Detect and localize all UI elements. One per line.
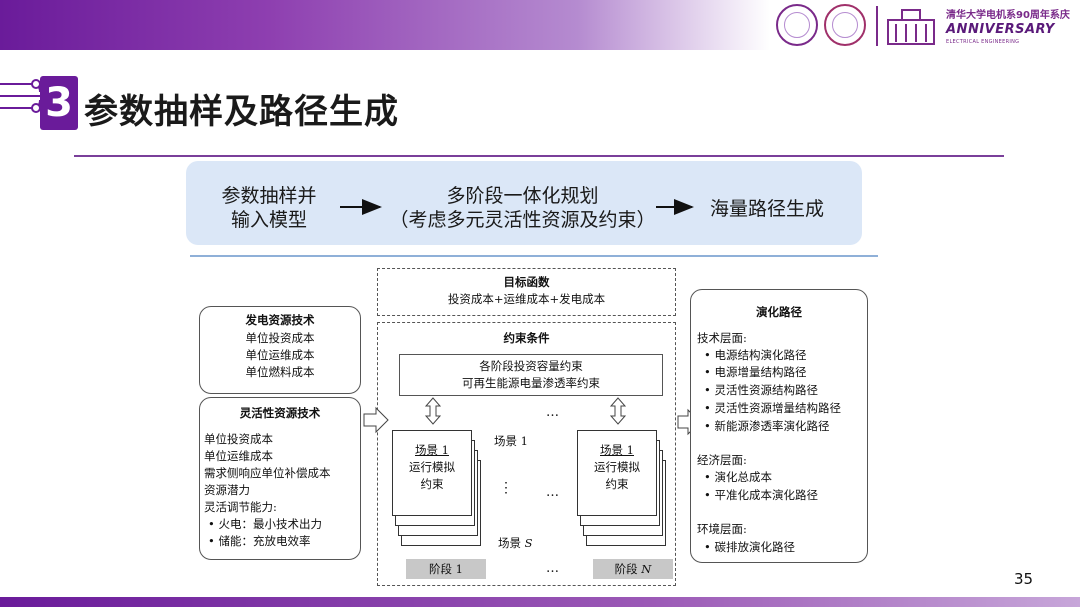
- evolution-path-box: [690, 289, 868, 563]
- scenario-s-label: 场景 S: [498, 536, 533, 550]
- page-number: 35: [1014, 570, 1034, 588]
- evolution-item: • 碳排放演化路径: [704, 540, 795, 554]
- section-separator: [190, 255, 878, 257]
- constraint-line-2: 可再生能源电量渗透率约束: [462, 376, 600, 390]
- evolution-item: • 灵活性资源增量结构路径: [704, 401, 841, 415]
- flexibility-tech-box: [199, 397, 361, 560]
- evolution-item: • 演化总成本: [704, 470, 772, 484]
- evolution-item: • 灵活性资源结构路径: [704, 383, 818, 397]
- flexibility-tech-bullet: • 储能：充放电效率: [208, 534, 311, 548]
- flexibility-tech-item: 单位运维成本: [204, 449, 273, 463]
- generation-tech-box: [199, 306, 361, 394]
- ellipsis-horizontal-middle: …: [546, 485, 559, 500]
- objective-box: [377, 268, 676, 316]
- ellipsis-horizontal-bottom: …: [546, 561, 559, 576]
- evolution-item: • 平准化成本演化路径: [704, 488, 818, 502]
- footer-band: [0, 597, 1080, 607]
- econ-level-header: 经济层面:: [697, 453, 747, 467]
- connector-lines-icon: [0, 79, 41, 113]
- department-seal-logo: [824, 4, 866, 46]
- evolution-title: 演化路径: [756, 305, 802, 319]
- process-flow-box: [186, 161, 862, 245]
- header-band: [0, 0, 770, 50]
- title-underline: [74, 155, 1004, 157]
- scenario-card-title: 场景 1: [415, 443, 449, 457]
- section-number-badge: 3: [40, 76, 78, 130]
- stage-1-label: 阶段 1: [406, 559, 486, 579]
- stage-n-label: 阶段 N: [593, 559, 673, 579]
- ellipsis-vertical: ⋮: [499, 480, 513, 496]
- scenario-1-label: 场景 1: [494, 434, 528, 448]
- ellipsis-horizontal-top: …: [546, 405, 559, 420]
- evolution-item: • 新能源渗透率演化路径: [704, 419, 830, 433]
- building-logo: [887, 9, 935, 45]
- generation-tech-title: 发电资源技术: [245, 313, 315, 327]
- logo-divider: [876, 6, 878, 46]
- tsinghua-seal-logo: [776, 4, 818, 46]
- objective-formula: 投资成本+运维成本+发电成本: [447, 292, 606, 306]
- generation-tech-item: 单位燃料成本: [245, 365, 315, 379]
- process-step-planning: 多阶段一体化规划 （考虑多元灵活性资源及约束）: [389, 185, 656, 231]
- generation-tech-item: 单位投资成本: [245, 331, 315, 345]
- constraint-line-1: 各阶段投资容量约束: [479, 359, 583, 373]
- constraints-title: 约束条件: [503, 331, 550, 345]
- flexibility-tech-item: 灵活调节能力:: [204, 500, 277, 514]
- constraints-box: [377, 322, 676, 586]
- scenario-card-title: 场景 1: [600, 443, 634, 457]
- flexibility-tech-title: 灵活性资源技术: [239, 406, 321, 420]
- flexibility-tech-item: 资源潜力: [204, 483, 250, 497]
- objective-title: 目标函数: [503, 275, 550, 289]
- scenario-card-line: 约束: [420, 477, 444, 491]
- scenario-card-line: 运行模拟: [594, 460, 640, 474]
- process-step-path-generation: 海量路径生成: [709, 198, 824, 220]
- investment-constraints-box: [399, 354, 663, 396]
- university-text: 清华大学电机系90周年系庆: [946, 10, 1070, 21]
- flexibility-tech-item: 单位投资成本: [204, 432, 273, 446]
- scenario-card-front: [392, 430, 472, 516]
- anniversary-text: ANNIVERSARY: [946, 22, 1055, 37]
- env-level-header: 环境层面:: [697, 522, 747, 536]
- evolution-item: • 电源结构演化路径: [704, 348, 807, 362]
- anniversary-subtext: ELECTRICAL ENGINEERING: [946, 39, 1020, 45]
- scenario-card-front: [577, 430, 657, 516]
- flexibility-tech-item: 需求侧响应单位补偿成本: [204, 466, 331, 480]
- scenario-card-line: 约束: [605, 477, 629, 491]
- flexibility-tech-bullet: • 火电：最小技术出力: [208, 517, 322, 531]
- slide-title: 参数抽样及路径生成: [84, 92, 399, 132]
- tech-level-header: 技术层面:: [697, 331, 747, 345]
- generation-tech-item: 单位运维成本: [245, 348, 315, 362]
- evolution-item: • 电源增量结构路径: [704, 365, 807, 379]
- process-step-sampling: 参数抽样并 输入模型: [221, 185, 317, 231]
- scenario-card-line: 运行模拟: [409, 460, 455, 474]
